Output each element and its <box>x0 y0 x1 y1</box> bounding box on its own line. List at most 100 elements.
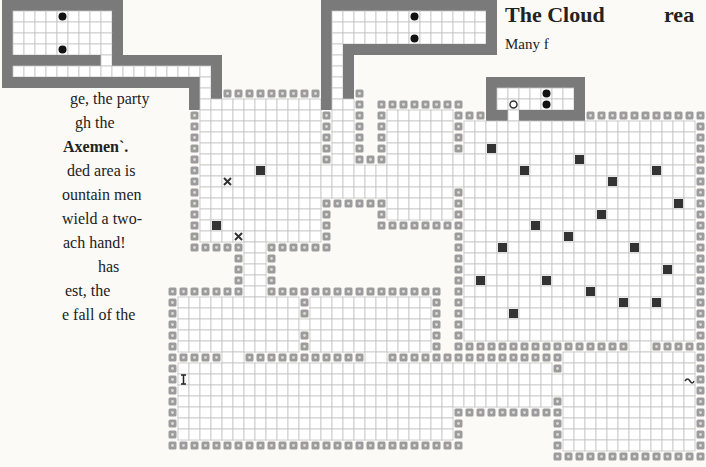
floor-cell <box>640 396 651 407</box>
floor-cell <box>332 176 343 187</box>
floor-cell <box>222 429 233 440</box>
wall-dot <box>644 455 647 458</box>
floor-cell <box>574 352 585 363</box>
floor-cell <box>563 319 574 330</box>
wall-dot <box>336 290 339 293</box>
wall-dot <box>457 103 460 106</box>
floor-cell <box>200 429 211 440</box>
floor-cell <box>409 22 420 33</box>
floor-cell <box>200 363 211 374</box>
floor-cell <box>563 330 574 341</box>
floor-cell <box>420 429 431 440</box>
floor-cell <box>299 418 310 429</box>
wall-block <box>697 299 705 307</box>
floor-cell <box>310 209 321 220</box>
floor-cell <box>684 165 695 176</box>
floor-cell <box>574 176 585 187</box>
floor-cell <box>332 22 343 33</box>
floor-cell <box>640 341 651 352</box>
floor-cell <box>519 330 530 341</box>
wall-block <box>169 431 177 439</box>
floor-cell <box>486 396 497 407</box>
wall-block <box>455 442 463 450</box>
wall-block <box>169 365 177 373</box>
dark-wall <box>321 77 332 88</box>
floor-cell <box>574 253 585 264</box>
wall-block <box>389 288 397 296</box>
floor-cell <box>552 198 563 209</box>
floor-cell <box>574 308 585 319</box>
wall-dot <box>523 345 526 348</box>
floor-cell <box>178 341 189 352</box>
wall-dot <box>325 290 328 293</box>
floor-cell <box>332 418 343 429</box>
floor-cell <box>552 143 563 154</box>
floor-cell <box>35 22 46 33</box>
wall-block <box>169 321 177 329</box>
floor-cell <box>376 429 387 440</box>
wall-block <box>169 420 177 428</box>
floor-cell <box>497 264 508 275</box>
floor-cell <box>541 88 552 99</box>
floor-cell <box>409 418 420 429</box>
floor-cell <box>541 286 552 297</box>
wall-dot <box>699 169 702 172</box>
floor-cell <box>464 319 475 330</box>
floor-cell <box>684 374 695 385</box>
floor-cell <box>343 143 354 154</box>
wall-block <box>444 354 452 362</box>
floor-cell <box>68 11 79 22</box>
floor-cell <box>629 275 640 286</box>
floor-cell <box>101 55 112 66</box>
wall-block <box>455 288 463 296</box>
floor-cell <box>585 220 596 231</box>
floor-cell <box>530 198 541 209</box>
floor-cell <box>420 297 431 308</box>
wall-block <box>191 244 199 252</box>
floor-cell <box>420 22 431 33</box>
wall-block <box>510 354 518 362</box>
floor-cell <box>354 363 365 374</box>
floor-cell <box>684 154 695 165</box>
wall-dot <box>435 323 438 326</box>
floor-cell <box>233 363 244 374</box>
wall-dot <box>435 334 438 337</box>
floor-cell <box>475 297 486 308</box>
floor-cell <box>629 407 640 418</box>
pillar <box>487 144 496 153</box>
wall-block <box>191 156 199 164</box>
dark-wall <box>519 110 530 121</box>
floor-cell <box>530 264 541 275</box>
wall-block <box>477 343 485 351</box>
floor-cell <box>79 66 90 77</box>
floor-cell <box>288 121 299 132</box>
floor-cell <box>409 297 420 308</box>
floor-cell <box>332 77 343 88</box>
floor-cell <box>310 407 321 418</box>
wall-block <box>664 453 672 461</box>
wall-dot <box>699 125 702 128</box>
wall-block <box>191 233 199 241</box>
floor-cell <box>398 308 409 319</box>
wall-dot <box>600 455 603 458</box>
floor-cell <box>552 308 563 319</box>
floor-cell <box>255 132 266 143</box>
floor-cell <box>310 187 321 198</box>
pillar <box>498 243 507 252</box>
floor-cell <box>211 429 222 440</box>
floor-cell <box>189 418 200 429</box>
wall-dot <box>171 389 174 392</box>
wall-block <box>279 354 287 362</box>
floor-cell <box>453 154 464 165</box>
floor-cell <box>662 319 673 330</box>
floor-cell <box>420 308 431 319</box>
wall-dot <box>215 246 218 249</box>
floor-cell <box>607 418 618 429</box>
wall-block <box>697 189 705 197</box>
floor-cell <box>35 33 46 44</box>
floor-cell <box>211 407 222 418</box>
wall-dot <box>281 356 284 359</box>
wall-dot <box>358 444 361 447</box>
floor-cell <box>365 363 376 374</box>
floor-cell <box>189 407 200 418</box>
